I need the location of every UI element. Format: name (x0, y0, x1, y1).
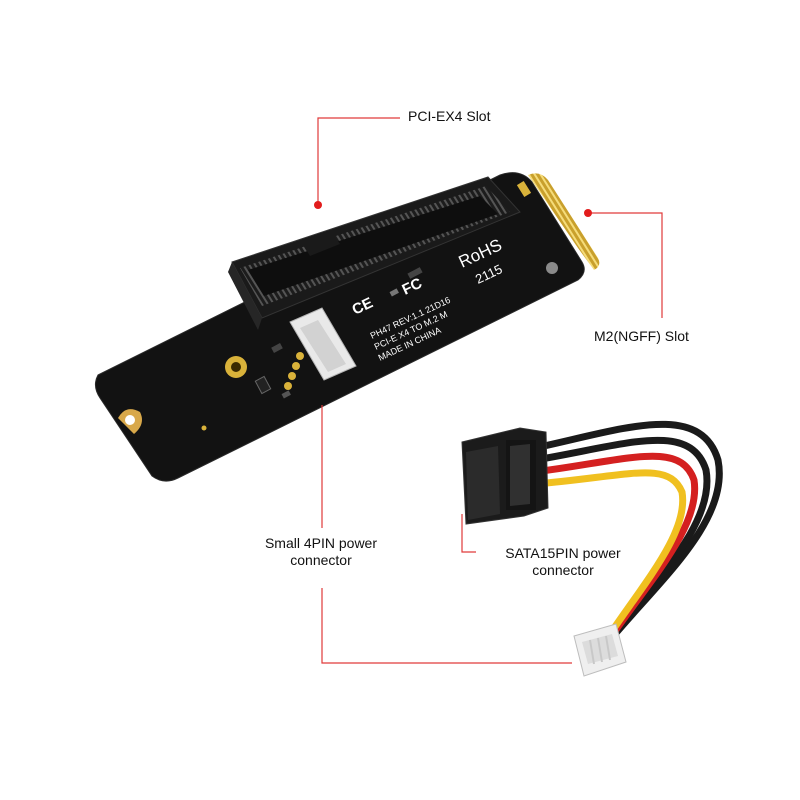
smd-component (271, 343, 283, 353)
callout-line-pcie (317, 117, 400, 203)
adapter-board: RoHS FC CE 2115 PH47 REV:1.1 21D16 PCI-E… (94, 172, 600, 482)
sata-15pin-connector (461, 427, 549, 525)
pcb-body (94, 172, 585, 482)
m2-key (516, 180, 532, 198)
label-pcie-slot: PCI-EX4 Slot (408, 108, 491, 124)
screw-pad (546, 262, 558, 274)
led-component (254, 375, 272, 395)
label-small-4pin-line1: Small 4PIN power (264, 535, 378, 551)
label-small-4pin: Small 4PIN power connector (236, 535, 406, 569)
small-4pin-plug (573, 623, 627, 677)
wire-black-2 (531, 436, 711, 652)
label-small-4pin-line2: connector (290, 552, 352, 568)
m2-gold-fingers (528, 173, 600, 270)
mounting-hole-center (231, 362, 241, 372)
smd-component (407, 267, 423, 279)
via-dot (201, 425, 207, 431)
m2-notch-hole (125, 415, 135, 425)
callout-line-m2 (588, 212, 663, 318)
label-m2-slot: M2(NGFF) Slot (594, 328, 689, 344)
power-cable (531, 420, 723, 666)
smd-component (281, 390, 291, 399)
callout-dot-m2 (584, 209, 592, 217)
pcie-x4-slot (228, 176, 521, 330)
label-sata-line2: connector (532, 562, 594, 578)
label-sata-line1: SATA15PIN power (505, 545, 621, 561)
smd-component (389, 288, 399, 297)
fc-mark: FC (400, 275, 425, 299)
board-4pin-header (284, 307, 357, 390)
wire-yellow (531, 469, 687, 666)
callout-line-4pin-bottom (321, 588, 572, 664)
wire-black (531, 420, 723, 644)
label-sata-15pin: SATA15PIN power connector (478, 545, 648, 579)
callout-dot-pcie (314, 201, 322, 209)
callout-line-sata (461, 514, 476, 553)
callouts (317, 117, 663, 664)
